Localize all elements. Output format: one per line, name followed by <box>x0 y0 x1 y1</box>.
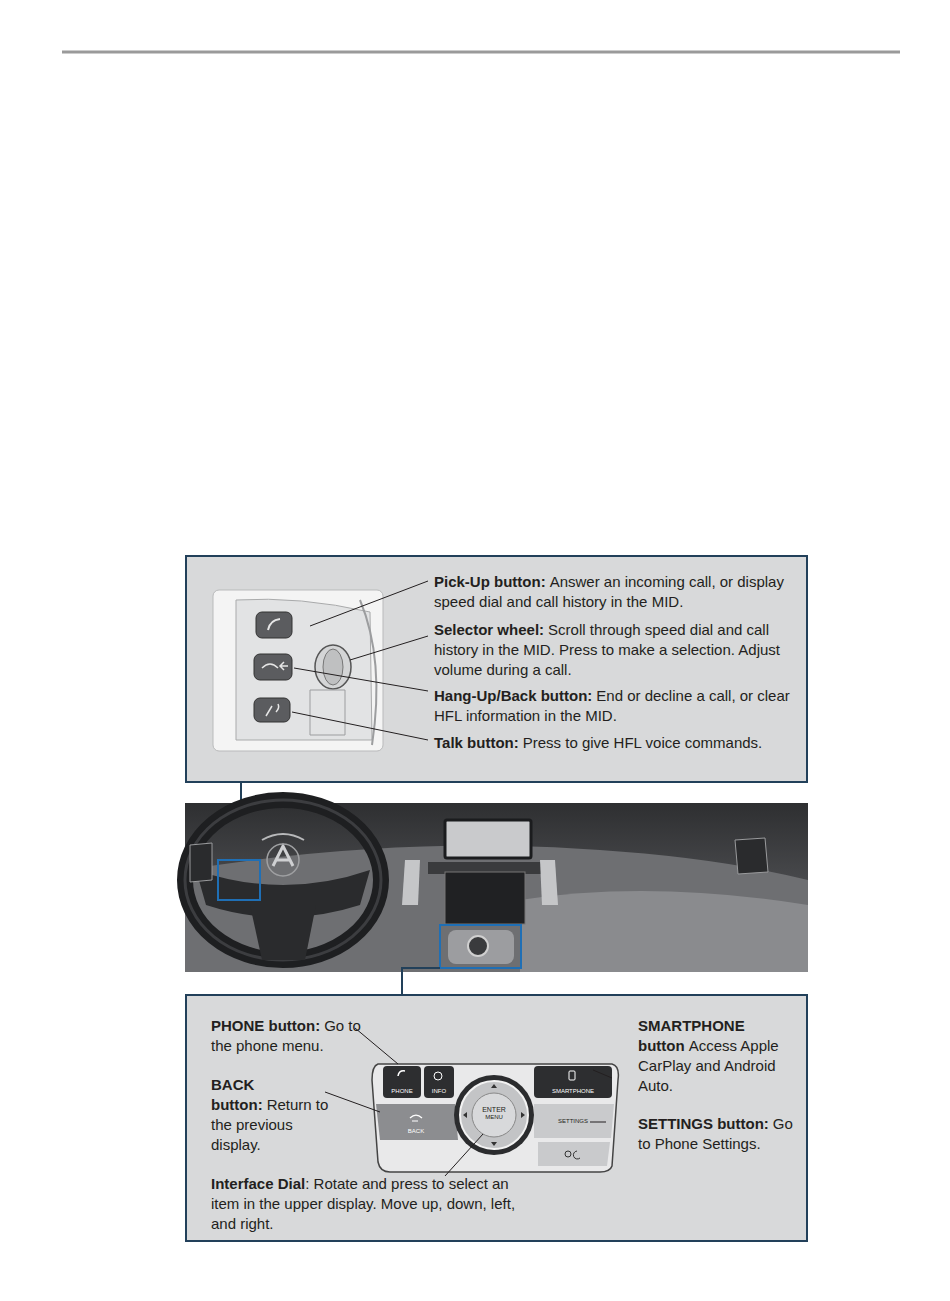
callout-text: BACK button:Return to the previous displ… <box>211 1075 346 1155</box>
button-label: PHONE <box>391 1088 412 1095</box>
illustration-part <box>376 1104 458 1140</box>
illustration-part <box>424 1066 454 1098</box>
illustration-part <box>236 599 372 740</box>
illustration-part <box>565 1151 571 1157</box>
callout-text: Hang-Up/Back button:End or decline a cal… <box>434 686 799 726</box>
callout-heading: SETTINGS button: <box>638 1115 769 1132</box>
callout-heading: Selector wheel: <box>434 621 544 638</box>
callout-panel: Pick-Up button:Answer an incoming call, … <box>185 555 808 783</box>
illustration-part <box>402 860 420 905</box>
illustration-part <box>534 1104 614 1138</box>
button-label: SETTINGS <box>558 1118 588 1125</box>
button-label: SMARTPHONE <box>552 1088 594 1095</box>
illustration-part <box>185 800 381 960</box>
illustration-part <box>540 860 558 905</box>
leader-line <box>292 712 428 740</box>
button-label: BACK <box>408 1128 424 1135</box>
illustration-part <box>383 1066 421 1098</box>
illustration-part <box>185 803 808 972</box>
callout-heading: Interface Dial <box>211 1175 305 1192</box>
illustration-part <box>569 1071 575 1080</box>
leader-line <box>590 1122 606 1123</box>
illustration-part <box>520 891 808 972</box>
illustration-part <box>323 649 343 685</box>
callout-heading: PHONE button: <box>211 1017 320 1034</box>
callout-text: SETTINGS button:Go to Phone Settings. <box>638 1114 800 1154</box>
illustration-part <box>463 1084 525 1146</box>
leader-line <box>593 1070 612 1078</box>
callout-text: SMARTPHONE buttonAccess Apple CarPlay an… <box>638 1016 803 1096</box>
illustration-part <box>534 1066 612 1098</box>
callout-heading: BACK button: <box>211 1076 263 1113</box>
callout-text: Pick-Up button:Answer an incoming call, … <box>434 572 799 612</box>
dashboard-photo <box>185 800 808 972</box>
illustration-part <box>573 1151 580 1159</box>
callout-text: Interface Dial: Rotate and press to sele… <box>211 1174 541 1234</box>
callout-text: Talk button:Press to give HFL voice comm… <box>434 733 799 753</box>
callout-connector <box>402 968 440 994</box>
callout-body: Press to give HFL voice commands. <box>523 734 763 751</box>
illustration-part <box>185 846 808 973</box>
illustration-part <box>460 1081 528 1149</box>
illustration-part <box>445 872 525 924</box>
illustration-part <box>315 645 351 689</box>
illustration-part <box>398 1071 405 1076</box>
header-rule <box>62 51 900 54</box>
illustration-part <box>262 834 304 840</box>
illustration-part <box>468 936 488 956</box>
illustration-part <box>254 698 290 722</box>
callout-text: PHONE button:Go to the phone menu. <box>211 1016 371 1056</box>
button-label: MENU <box>485 1114 503 1121</box>
illustration-part <box>410 1115 422 1121</box>
illustration-part <box>538 1142 610 1166</box>
leader-line <box>355 1028 398 1064</box>
steering-wheel-controls <box>213 590 383 751</box>
illustration-part <box>267 844 299 876</box>
illustration-part <box>185 800 381 960</box>
illustration-part <box>254 654 292 680</box>
leader-line <box>325 1092 380 1112</box>
illustration-part <box>250 905 316 960</box>
illustration-part <box>445 820 531 858</box>
illustration-part <box>472 1093 516 1137</box>
illustration-part <box>360 600 376 745</box>
illustration-part <box>268 619 280 630</box>
callout-heading: Talk button: <box>434 734 519 751</box>
illustration-part <box>372 1064 618 1172</box>
leader-line <box>445 1134 483 1176</box>
button-label: ENTER <box>482 1106 506 1113</box>
callout-heading: Hang-Up/Back button: <box>434 687 592 704</box>
center-console <box>372 1064 618 1172</box>
illustration-part <box>735 838 768 874</box>
illustration-part <box>440 925 521 968</box>
illustration-part <box>310 690 345 735</box>
leader-line <box>350 636 428 660</box>
callout-heading: Pick-Up button: <box>434 573 546 590</box>
callout-text: Selector wheel:Scroll through speed dial… <box>434 620 799 680</box>
illustration-part <box>190 843 212 882</box>
illustration-part <box>434 1072 442 1080</box>
button-label: INFO <box>432 1088 446 1095</box>
illustration-part <box>262 662 288 670</box>
illustration-part <box>256 612 292 638</box>
leader-line <box>310 581 428 626</box>
illustration-part <box>273 846 293 866</box>
illustration-part <box>218 860 260 900</box>
illustration-part <box>454 1075 534 1155</box>
leader-line <box>294 668 428 691</box>
illustration-part <box>448 930 514 964</box>
illustration-part <box>213 590 383 751</box>
illustration-part <box>266 704 279 716</box>
